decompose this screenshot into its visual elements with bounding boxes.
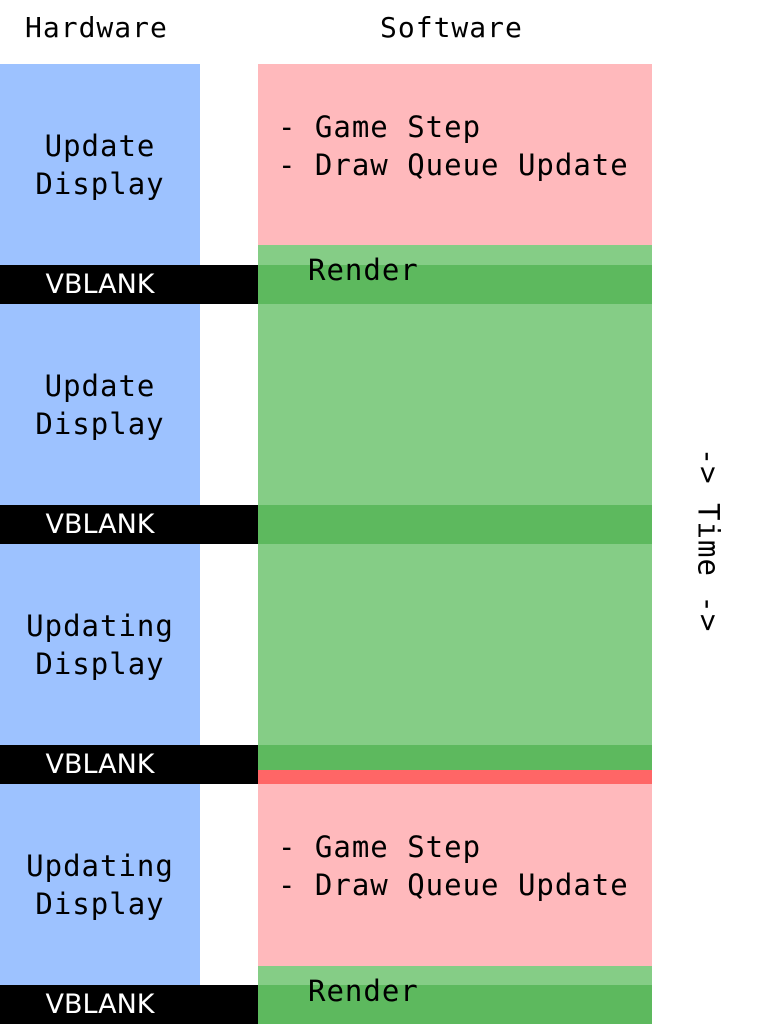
render-vblank-overlap-2 [258,505,652,544]
render-block-1-low [258,544,652,745]
vblank-label: VBLANK [45,749,155,780]
step-draw-queue-update: - Draw Queue Update [278,148,629,182]
hardware-block-2: Update Display [0,304,200,505]
hardware-block-4: Updating Display [0,784,200,985]
hardware-block-line: Display [35,886,165,921]
hardware-block-line: Update [44,128,156,163]
software-header: Software [380,11,523,44]
time-axis-label: -> Time -> [688,440,728,640]
hardware-block-line: Updating [26,848,174,883]
hardware-block-line: Updating [26,608,174,643]
hardware-block-line: Display [35,646,165,681]
step-game-step: - Game Step [278,830,482,864]
vblank-label: VBLANK [45,509,155,540]
vblank-label: VBLANK [45,269,155,300]
render-vblank-overlap-3 [258,745,652,770]
hardware-block-line: Display [35,166,165,201]
vblank-bar-3: VBLANK [0,745,258,784]
vblank-bar-1: VBLANK [0,265,258,304]
step-draw-queue-update: - Draw Queue Update [278,868,629,902]
render-label-2: Render [308,974,419,1008]
vblank-bar-4: VBLANK [0,985,258,1024]
render-vblank-overlap-4 [258,985,652,1024]
vblank-label: VBLANK [45,989,155,1020]
hardware-block-line: Display [35,406,165,441]
software-step-block-1: - Game Step - Draw Queue Update [258,64,652,245]
render-block-2-top [258,966,652,985]
overrun-marker [258,770,652,784]
hardware-block-1: Update Display [0,64,200,265]
vblank-bar-2: VBLANK [0,505,258,544]
step-list: - Game Step - Draw Queue Update [258,64,652,184]
step-game-step: - Game Step [278,110,482,144]
render-block-1-top [258,245,652,265]
step-list: - Game Step - Draw Queue Update [258,784,652,904]
hardware-block-3: Updating Display [0,544,200,745]
render-vblank-overlap-1 [258,265,652,304]
time-axis-text: -> Time -> [691,447,726,633]
render-label-1: Render [308,253,419,287]
render-block-1-mid [258,304,652,505]
software-step-block-2: - Game Step - Draw Queue Update [258,784,652,966]
hardware-header: Hardware [25,11,168,44]
hardware-block-line: Update [44,368,156,403]
